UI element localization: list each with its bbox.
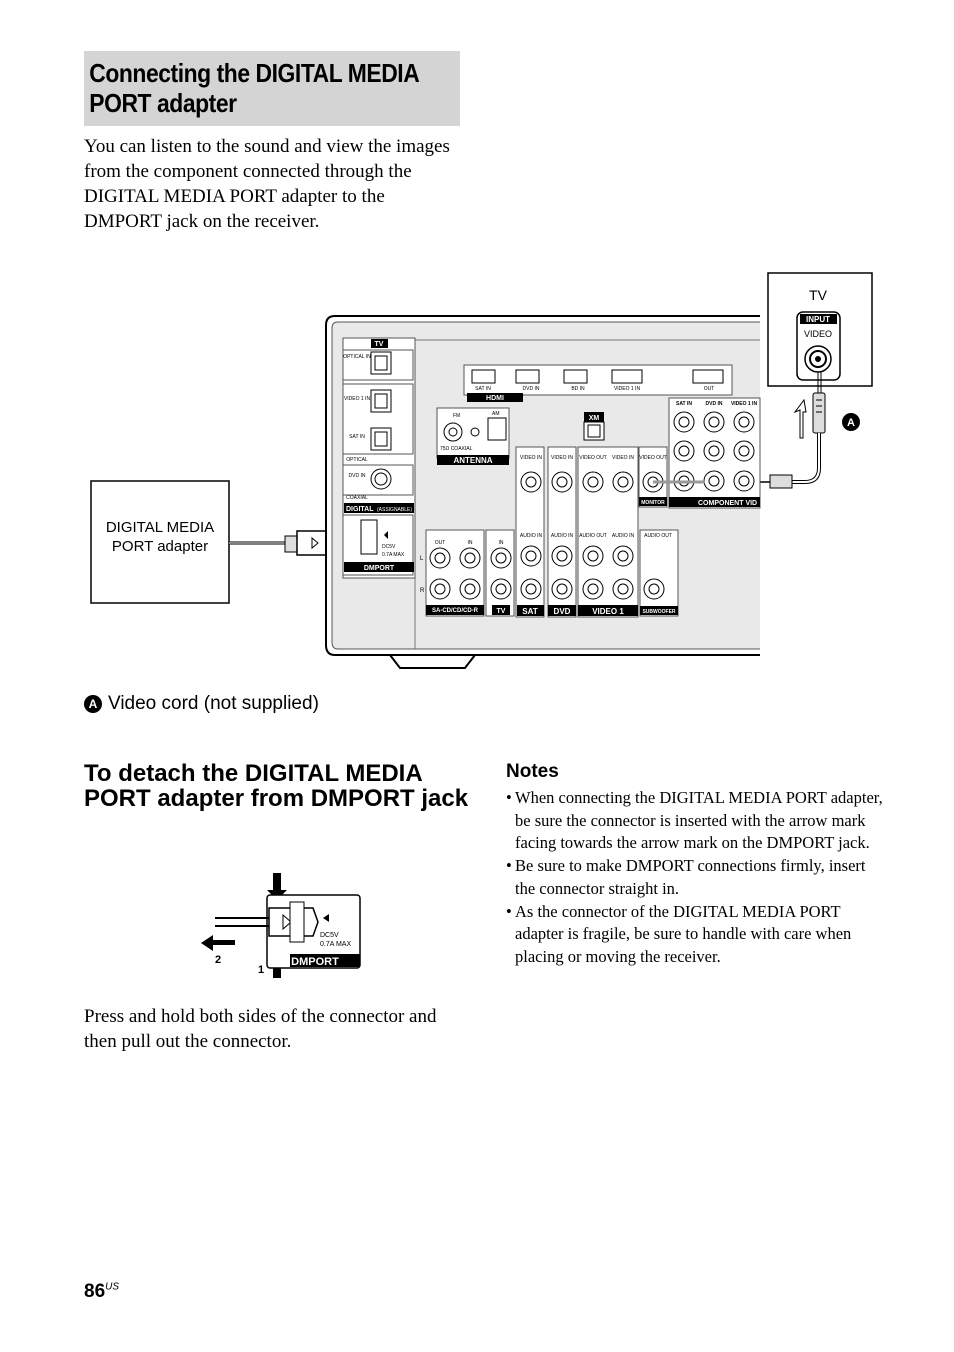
svg-text:DVD IN: DVD IN [523,386,540,392]
legend-text: Video cord (not supplied) [108,693,319,714]
adapter-box: DIGITAL MEDIA PORT adapter [90,480,378,604]
notes-heading: Notes [506,761,559,782]
svg-text:VIDEO 1 IN: VIDEO 1 IN [731,401,758,407]
svg-text:75Ω COAXIAL: 75Ω COAXIAL [440,446,473,452]
intro-paragraph: You can listen to the sound and view the… [84,136,450,232]
svg-text:TV: TV [497,608,506,615]
svg-text:TV: TV [375,341,384,348]
press-paragraph: Press and hold both sides of the connect… [84,1006,437,1052]
page-number-value: 86 [84,1281,106,1302]
svg-text:VIDEO OUT: VIDEO OUT [639,455,667,461]
svg-text:AM: AM [492,411,500,417]
page-number: 86US [84,1281,119,1303]
svg-text:HDMI: HDMI [486,395,504,402]
svg-text:DVD: DVD [554,607,571,616]
svg-text:(ASSIGNABLE): (ASSIGNABLE) [377,507,412,513]
svg-text:SA-CD/CD/CD-R: SA-CD/CD/CD-R [432,608,479,614]
notes-list: When connecting the DIGITAL MEDIA PORT a… [506,787,886,969]
receiver-rear-panel: TV OPTICAL IN VIDEO 1 IN SAT IN OPTICAL … [325,315,761,669]
svg-text:COMPONENT VID: COMPONENT VID [698,500,757,507]
svg-text:SAT IN: SAT IN [676,401,692,407]
svg-text:DMPORT: DMPORT [291,956,339,968]
svg-text:1: 1 [258,964,264,976]
svg-text:BD IN: BD IN [571,386,585,392]
svg-text:DIGITAL: DIGITAL [346,506,374,513]
section-title-box: Connecting the DIGITAL MEDIA PORT adapte… [84,51,460,126]
svg-text:OPTICAL: OPTICAL [346,457,368,463]
video-cord: A [705,372,860,489]
svg-text:COAXIAL: COAXIAL [346,495,368,501]
svg-text:AUDIO IN: AUDIO IN [551,533,574,539]
tv-label: TV [809,287,828,303]
svg-text:IN: IN [499,540,504,546]
svg-text:SAT: SAT [522,607,538,616]
svg-text:OUT: OUT [435,540,446,546]
svg-text:AUDIO OUT: AUDIO OUT [644,533,672,539]
svg-text:DC5V: DC5V [320,932,339,939]
svg-text:IN: IN [468,540,473,546]
svg-text:VIDEO 1: VIDEO 1 [592,607,624,616]
tv-box: TV INPUT VIDEO [767,272,873,387]
svg-text:ANTENNA: ANTENNA [453,456,492,465]
svg-text:DC5V: DC5V [382,544,396,550]
section-title: Connecting the DIGITAL MEDIA PORT adapte… [89,58,419,118]
svg-text:VIDEO IN: VIDEO IN [551,455,573,461]
svg-text:SUBWOOFER: SUBWOOFER [642,609,675,615]
svg-text:VIDEO 1 IN: VIDEO 1 IN [614,386,641,392]
svg-text:DVD IN: DVD IN [706,401,723,407]
svg-text:R: R [420,588,425,594]
connection-diagram: TV INPUT VIDEO A DIGITAL MEDIA PORT adap… [90,272,873,669]
svg-text:FM: FM [453,413,460,419]
svg-text:VIDEO IN: VIDEO IN [612,455,634,461]
svg-text:MONITOR: MONITOR [641,500,665,506]
adapter-label-1: DIGITAL MEDIA [106,519,214,536]
legend: A Video cord (not supplied) [84,693,319,715]
svg-text:OUT: OUT [704,386,715,392]
callout-a: A [847,417,855,429]
svg-text:OPTICAL IN: OPTICAL IN [343,354,371,360]
svg-text:2: 2 [215,954,221,966]
svg-text:VIDEO OUT: VIDEO OUT [579,455,607,461]
svg-text:SAT IN: SAT IN [475,386,491,392]
detach-figure: DC5V 0.7A MAX DMPORT 2 1 [201,873,361,978]
svg-text:XM: XM [589,415,600,422]
svg-text:0.7A MAX: 0.7A MAX [320,941,351,948]
page-number-suffix: US [105,1281,120,1293]
svg-text:VIDEO IN: VIDEO IN [520,455,542,461]
note-item: Be sure to make DMPORT connections firml… [506,855,886,900]
svg-text:DVD IN: DVD IN [349,473,366,479]
svg-text:AUDIO OUT: AUDIO OUT [579,533,607,539]
note-item: When connecting the DIGITAL MEDIA PORT a… [506,787,886,855]
legend-badge: A [84,695,102,713]
svg-text:VIDEO 1 IN: VIDEO 1 IN [344,396,371,402]
svg-text:SAT IN: SAT IN [349,434,365,440]
adapter-label-2: PORT adapter [112,538,208,555]
svg-text:DMPORT: DMPORT [364,565,395,572]
svg-text:AUDIO IN: AUDIO IN [520,533,543,539]
tv-video-label: VIDEO [804,329,832,339]
svg-text:0.7A MAX: 0.7A MAX [382,552,405,558]
note-item: As the connector of the DIGITAL MEDIA PO… [506,901,886,969]
tv-input-label: INPUT [806,315,830,324]
svg-text:AUDIO IN: AUDIO IN [612,533,635,539]
detach-heading: To detach the DIGITAL MEDIA PORT adapter… [84,760,469,812]
svg-text:L: L [420,556,424,562]
